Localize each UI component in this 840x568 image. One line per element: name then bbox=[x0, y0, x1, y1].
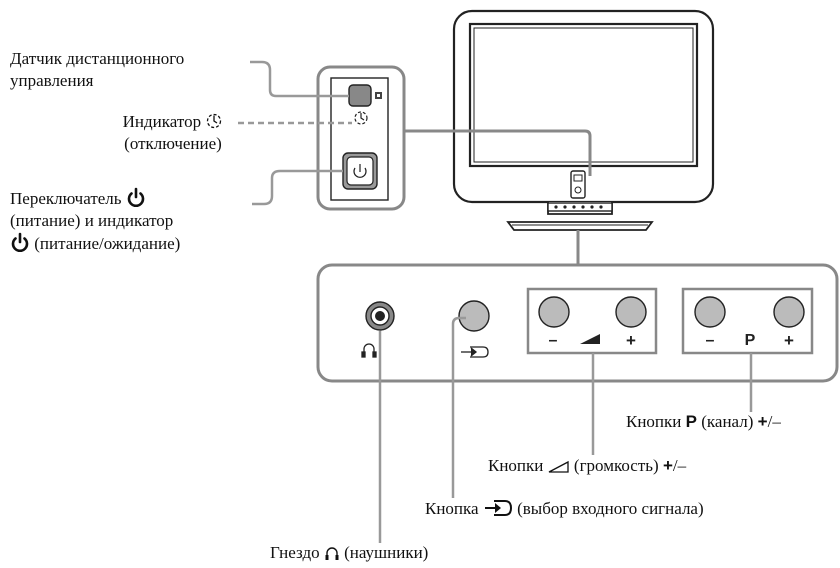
volume-icon bbox=[580, 334, 600, 344]
headphone-jack bbox=[365, 301, 395, 331]
label-input-button: Кнопка (выбор входного сигнала) bbox=[425, 499, 704, 518]
input-select-button bbox=[458, 300, 490, 332]
headphone-icon bbox=[325, 547, 339, 560]
volume-plus-label: + bbox=[626, 331, 636, 350]
power-icon bbox=[11, 232, 29, 252]
tv-icon bbox=[452, 9, 715, 231]
label-volume-buttons: Кнопки (громкость) +/– bbox=[488, 456, 687, 475]
volume-plus-button bbox=[615, 296, 647, 328]
off-timer-indicator-icon bbox=[207, 113, 222, 129]
input-select-icon bbox=[461, 346, 489, 358]
volume-icon bbox=[548, 460, 569, 473]
label-remote-sensor: Датчик дистанционного управления bbox=[10, 49, 185, 90]
label-off-indicator: Индикатор (отключение) bbox=[122, 112, 222, 153]
volume-minus-label: – bbox=[549, 332, 558, 349]
channel-plus-label: + bbox=[784, 331, 794, 350]
label-headphone-jack: Гнездо (наушники) bbox=[270, 543, 429, 562]
channel-plus-button bbox=[773, 296, 805, 328]
channel-minus-button bbox=[694, 296, 726, 328]
power-switch bbox=[342, 152, 378, 190]
off-timer-indicator-icon bbox=[354, 111, 368, 125]
label-power-switch: Переключатель (питание) и индикатор (пит… bbox=[10, 187, 181, 253]
input-select-icon bbox=[484, 500, 512, 516]
remote-sensor-icon bbox=[348, 84, 382, 107]
channel-letter-label: P bbox=[745, 332, 756, 349]
label-channel-buttons: Кнопки P (канал) +/– bbox=[626, 412, 781, 431]
headphone-icon bbox=[361, 343, 377, 358]
volume-minus-button bbox=[538, 296, 570, 328]
channel-minus-label: – bbox=[706, 332, 715, 349]
power-icon bbox=[127, 187, 145, 207]
